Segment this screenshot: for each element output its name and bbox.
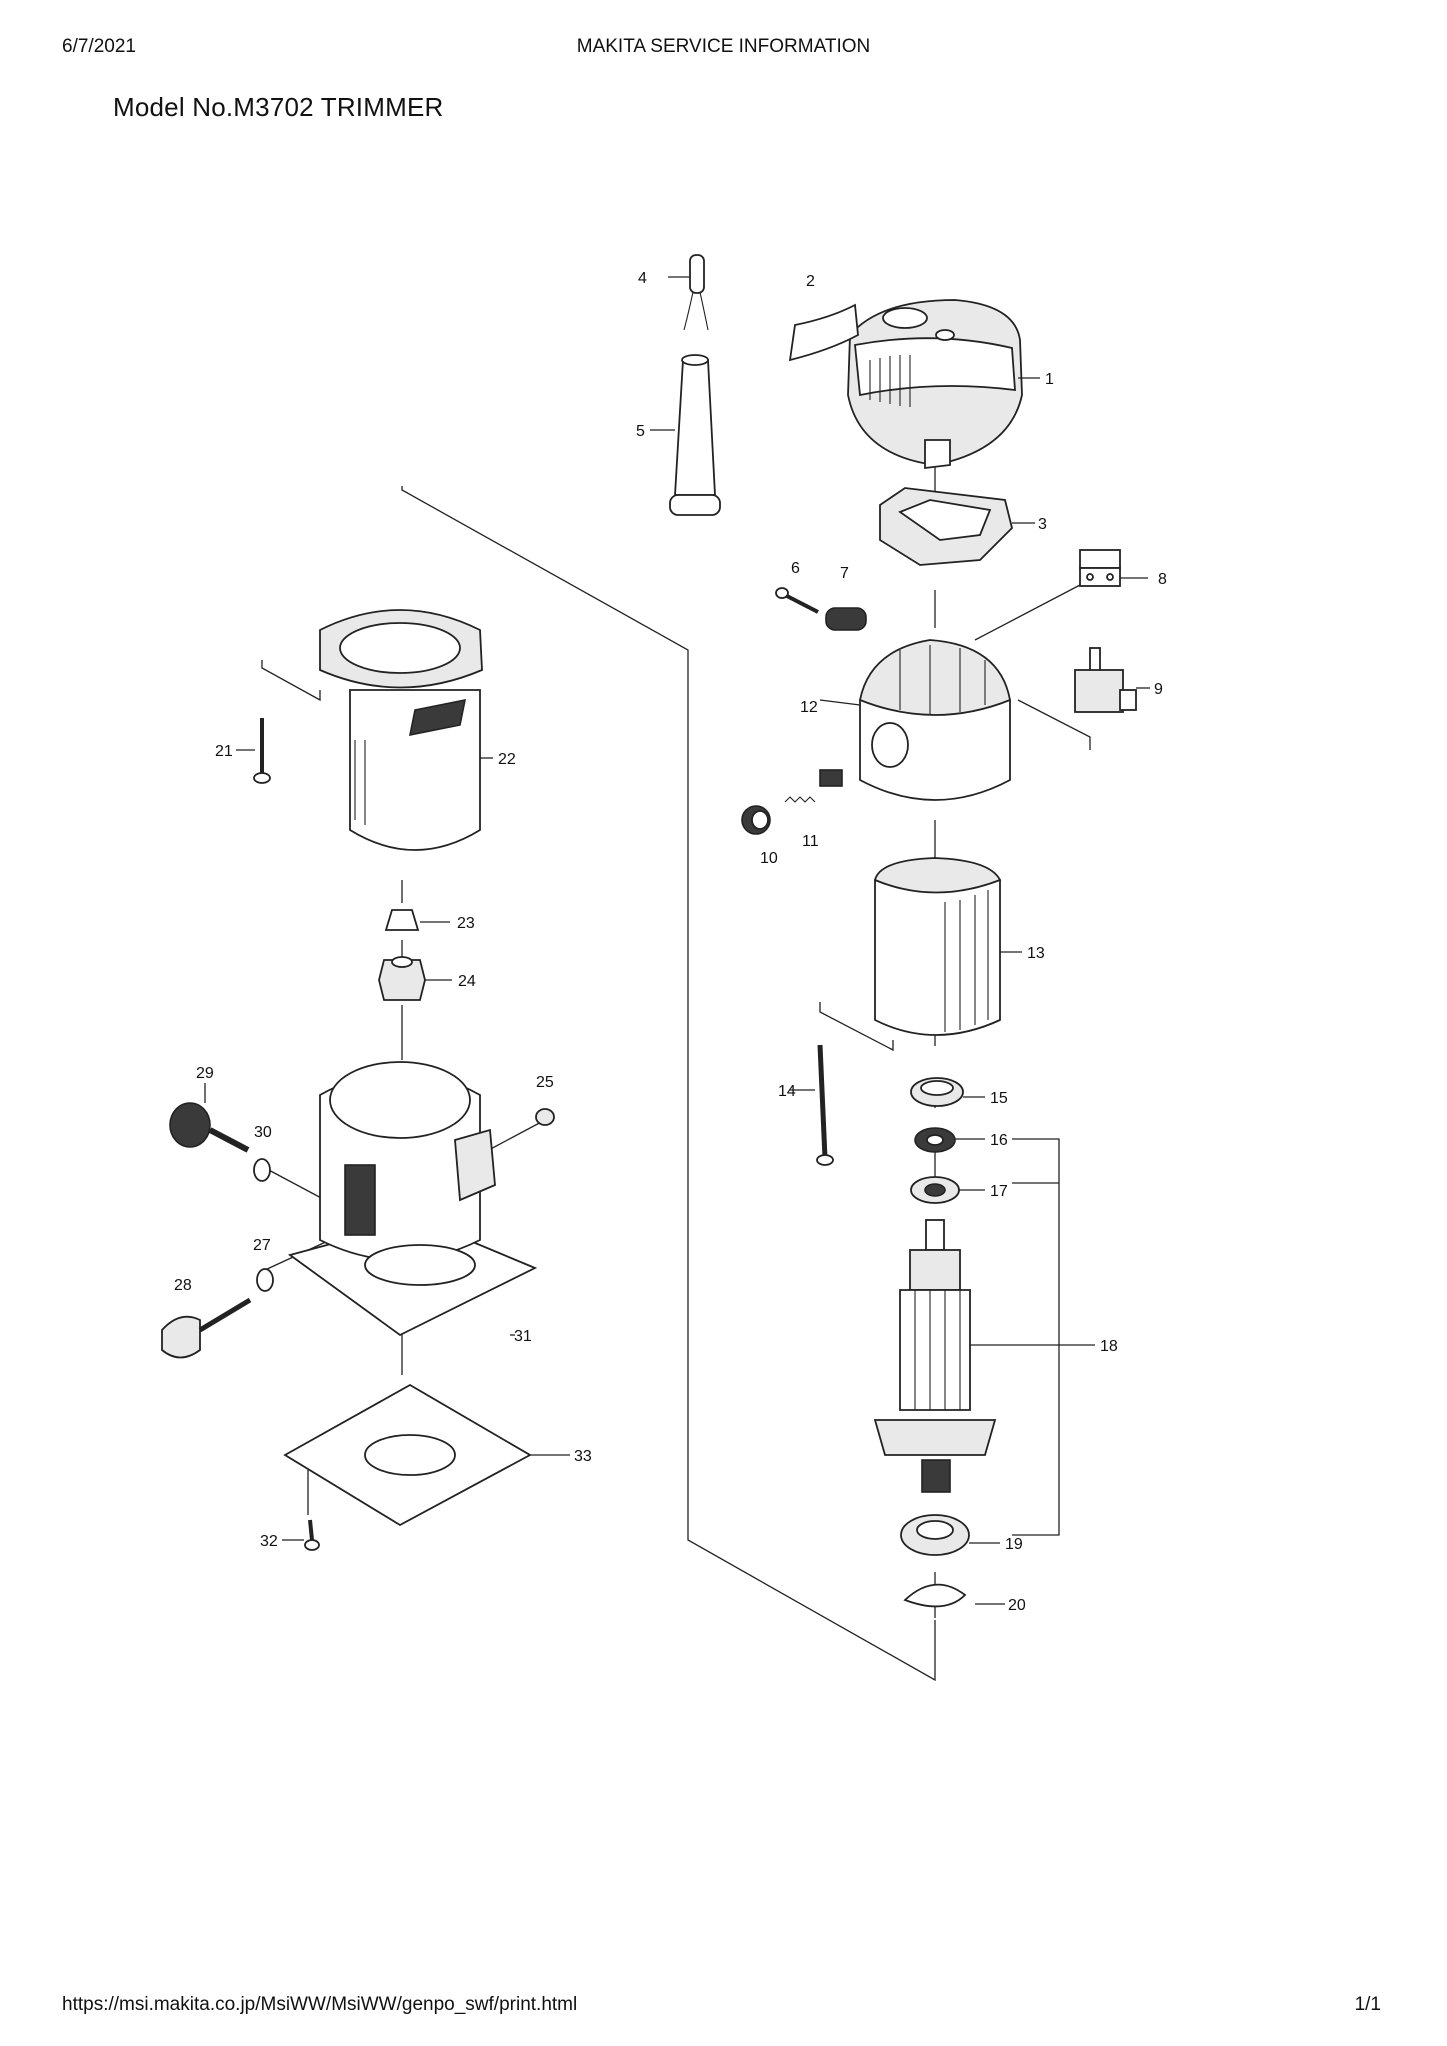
callout-13: 13 (1027, 945, 1045, 962)
callout-33: 33 (574, 1448, 592, 1465)
part-16-ball-bearing (914, 1127, 956, 1153)
part-22-housing-sleeve (319, 609, 483, 851)
page-number: 1/1 (1354, 1994, 1381, 2015)
part-31-base (287, 1061, 538, 1337)
part-23-collet-cone (384, 909, 420, 931)
part-18-armature (873, 1219, 997, 1493)
callout-32: 32 (260, 1533, 278, 1550)
footer-url: https://msi.makita.co.jp/MsiWW/MsiWW/gen… (62, 1994, 578, 2015)
callout-16: 16 (990, 1132, 1008, 1149)
part-1-motor-cover (847, 299, 1023, 470)
part-11-carbon-brush (784, 769, 843, 803)
callout-30: 30 (254, 1124, 272, 1141)
model-title: Model No.M3702 TRIMMER (113, 92, 444, 122)
callout-31: 31 (514, 1328, 532, 1345)
part-4-noise-suppressor (683, 254, 709, 331)
part-7-strain-relief (825, 607, 867, 631)
part-3-holder (879, 487, 1013, 566)
part-30-washer (253, 1158, 271, 1182)
callout-5: 5 (636, 423, 645, 440)
callout-8: 8 (1158, 571, 1167, 588)
callout-9: 9 (1154, 681, 1163, 698)
part-10-brush-holder-cap (741, 805, 771, 835)
part-27-washer (256, 1268, 274, 1292)
leader-lines (204, 276, 1150, 1605)
part-32-screw (304, 1519, 320, 1551)
header-title: MAKITA SERVICE INFORMATION (576, 36, 871, 57)
part-15-insulation-washer (910, 1077, 964, 1107)
callout-18: 18 (1100, 1338, 1118, 1355)
callout-29: 29 (196, 1065, 214, 1082)
callout-21: 21 (215, 743, 233, 760)
callout-20: 20 (1008, 1597, 1026, 1614)
callout-23: 23 (457, 915, 475, 932)
callout-7: 7 (840, 565, 849, 582)
callout-4: 4 (638, 270, 647, 287)
part-19-ball-bearing (900, 1514, 970, 1556)
callout-24: 24 (458, 973, 476, 990)
callout-1: 1 (1045, 371, 1054, 388)
callout-28: 28 (174, 1277, 192, 1294)
callout-3: 3 (1038, 516, 1047, 533)
part-5-cord-guard (669, 354, 721, 516)
callout-numbers: 1 2 3 4 5 6 7 8 9 10 11 12 13 14 15 16 1… (174, 270, 1167, 1614)
part-6-screw (775, 587, 819, 614)
callout-14: 14 (778, 1083, 796, 1100)
part-28-wing-bolt (161, 1297, 252, 1359)
part-29-adjusting-knob (169, 1102, 250, 1153)
part-14-screw (816, 1044, 834, 1166)
callout-22: 22 (498, 751, 516, 768)
callout-12: 12 (800, 699, 818, 716)
part-9-switch (1074, 647, 1137, 713)
part-13-field (873, 857, 1002, 1036)
part-8-terminal (1079, 549, 1121, 587)
callout-25: 25 (536, 1074, 554, 1091)
print-date: 6/7/2021 (62, 36, 136, 57)
part-20-dust-seal (903, 1583, 967, 1608)
callout-27: 27 (253, 1237, 271, 1254)
callout-15: 15 (990, 1090, 1008, 1107)
callout-11: 11 (802, 833, 819, 850)
callout-19: 19 (1005, 1536, 1023, 1553)
part-12-motor-housing (858, 639, 1012, 801)
callout-17: 17 (990, 1183, 1008, 1200)
callout-2: 2 (806, 273, 815, 290)
part-21-screw (253, 718, 271, 784)
part-33-base-plate (283, 1383, 532, 1527)
part-25-hex-nut (535, 1108, 555, 1126)
callout-6: 6 (791, 560, 800, 577)
callout-10: 10 (760, 850, 778, 867)
part-2-label (788, 303, 859, 362)
part-24-collet-nut (378, 956, 426, 1001)
part-17-ball-bearing (910, 1176, 960, 1204)
